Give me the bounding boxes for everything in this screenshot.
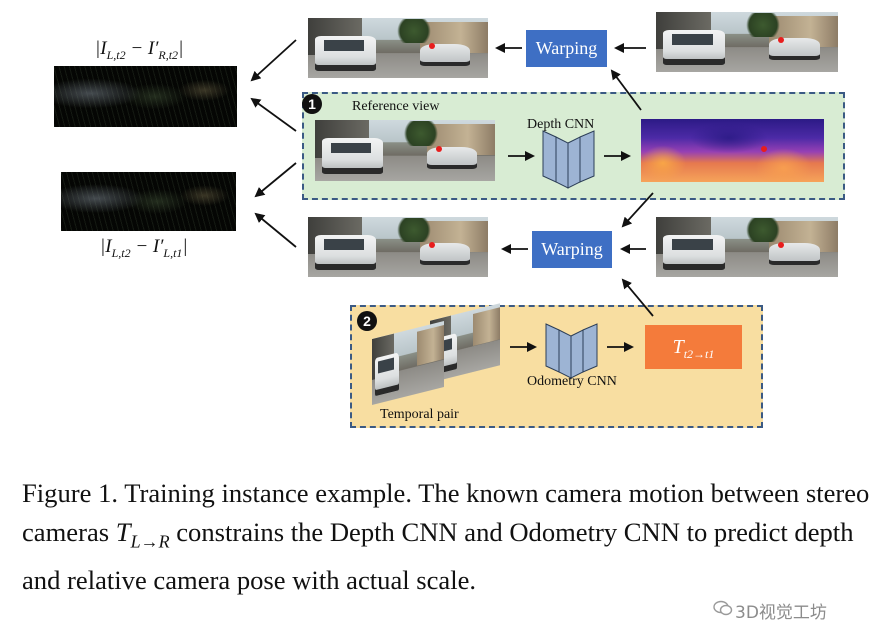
odometry-cnn-icon	[545, 323, 598, 379]
warping-bottom-box: Warping	[532, 231, 612, 268]
bottom-error-map	[61, 172, 236, 231]
warped-previous-image	[308, 217, 488, 277]
depth-cnn-icon	[542, 130, 595, 189]
arrow-ref-to-top-error	[250, 97, 297, 132]
temporal-pair-label: Temporal pair	[380, 407, 459, 422]
relative-pose-box: Tt2→t1	[645, 325, 742, 369]
diagram-connectors	[250, 39, 654, 379]
figure-caption: Figure 1. Training instance example. The…	[22, 474, 872, 600]
depth-cnn-label: Depth CNN	[527, 117, 595, 132]
arrow-depth-to-bottom-warping	[621, 192, 654, 228]
reference-view-image	[315, 120, 495, 181]
depth-map	[641, 119, 824, 182]
right-image	[656, 12, 838, 72]
top-error-map	[54, 66, 237, 127]
caption-suffix: constrains the Depth CNN and Odometry CN…	[22, 517, 854, 596]
odometry-cnn-label: Odometry CNN	[527, 374, 617, 389]
arrow-depth-to-top-warping	[610, 69, 642, 111]
reference-view-label: Reference view	[352, 99, 440, 114]
arrow-pose-to-bottom-warping	[621, 278, 654, 317]
warped-right-image	[308, 18, 488, 78]
arrow-warped-to-top-error	[250, 39, 297, 82]
watermark-text: 3D视觉工坊	[735, 603, 827, 623]
panel2-number-badge: 2	[357, 311, 377, 331]
caption-prefix: Figure 1. Training instance example. The…	[22, 478, 870, 547]
pose-label: Tt2→t1	[672, 336, 715, 361]
arrow-warped-prev-to-bottom-error	[254, 212, 297, 248]
panel1-number-badge: 1	[302, 94, 322, 114]
caption-math: TL→R	[115, 517, 170, 552]
previous-frame-image	[656, 217, 838, 277]
bottom-error-label: |IL,t2 − I′L,t1|	[100, 236, 188, 261]
top-error-label-text: |IL,t2 − I′R,t2|	[95, 38, 184, 62]
wechat-icon	[713, 600, 733, 616]
arrow-ref-to-bottom-error	[254, 162, 297, 198]
warping-top-box: Warping	[526, 30, 607, 67]
top-error-label: |IL,t2 − I′R,t2|	[95, 38, 183, 63]
bottom-error-label-text: |IL,t2 − I′L,t1|	[100, 236, 188, 260]
